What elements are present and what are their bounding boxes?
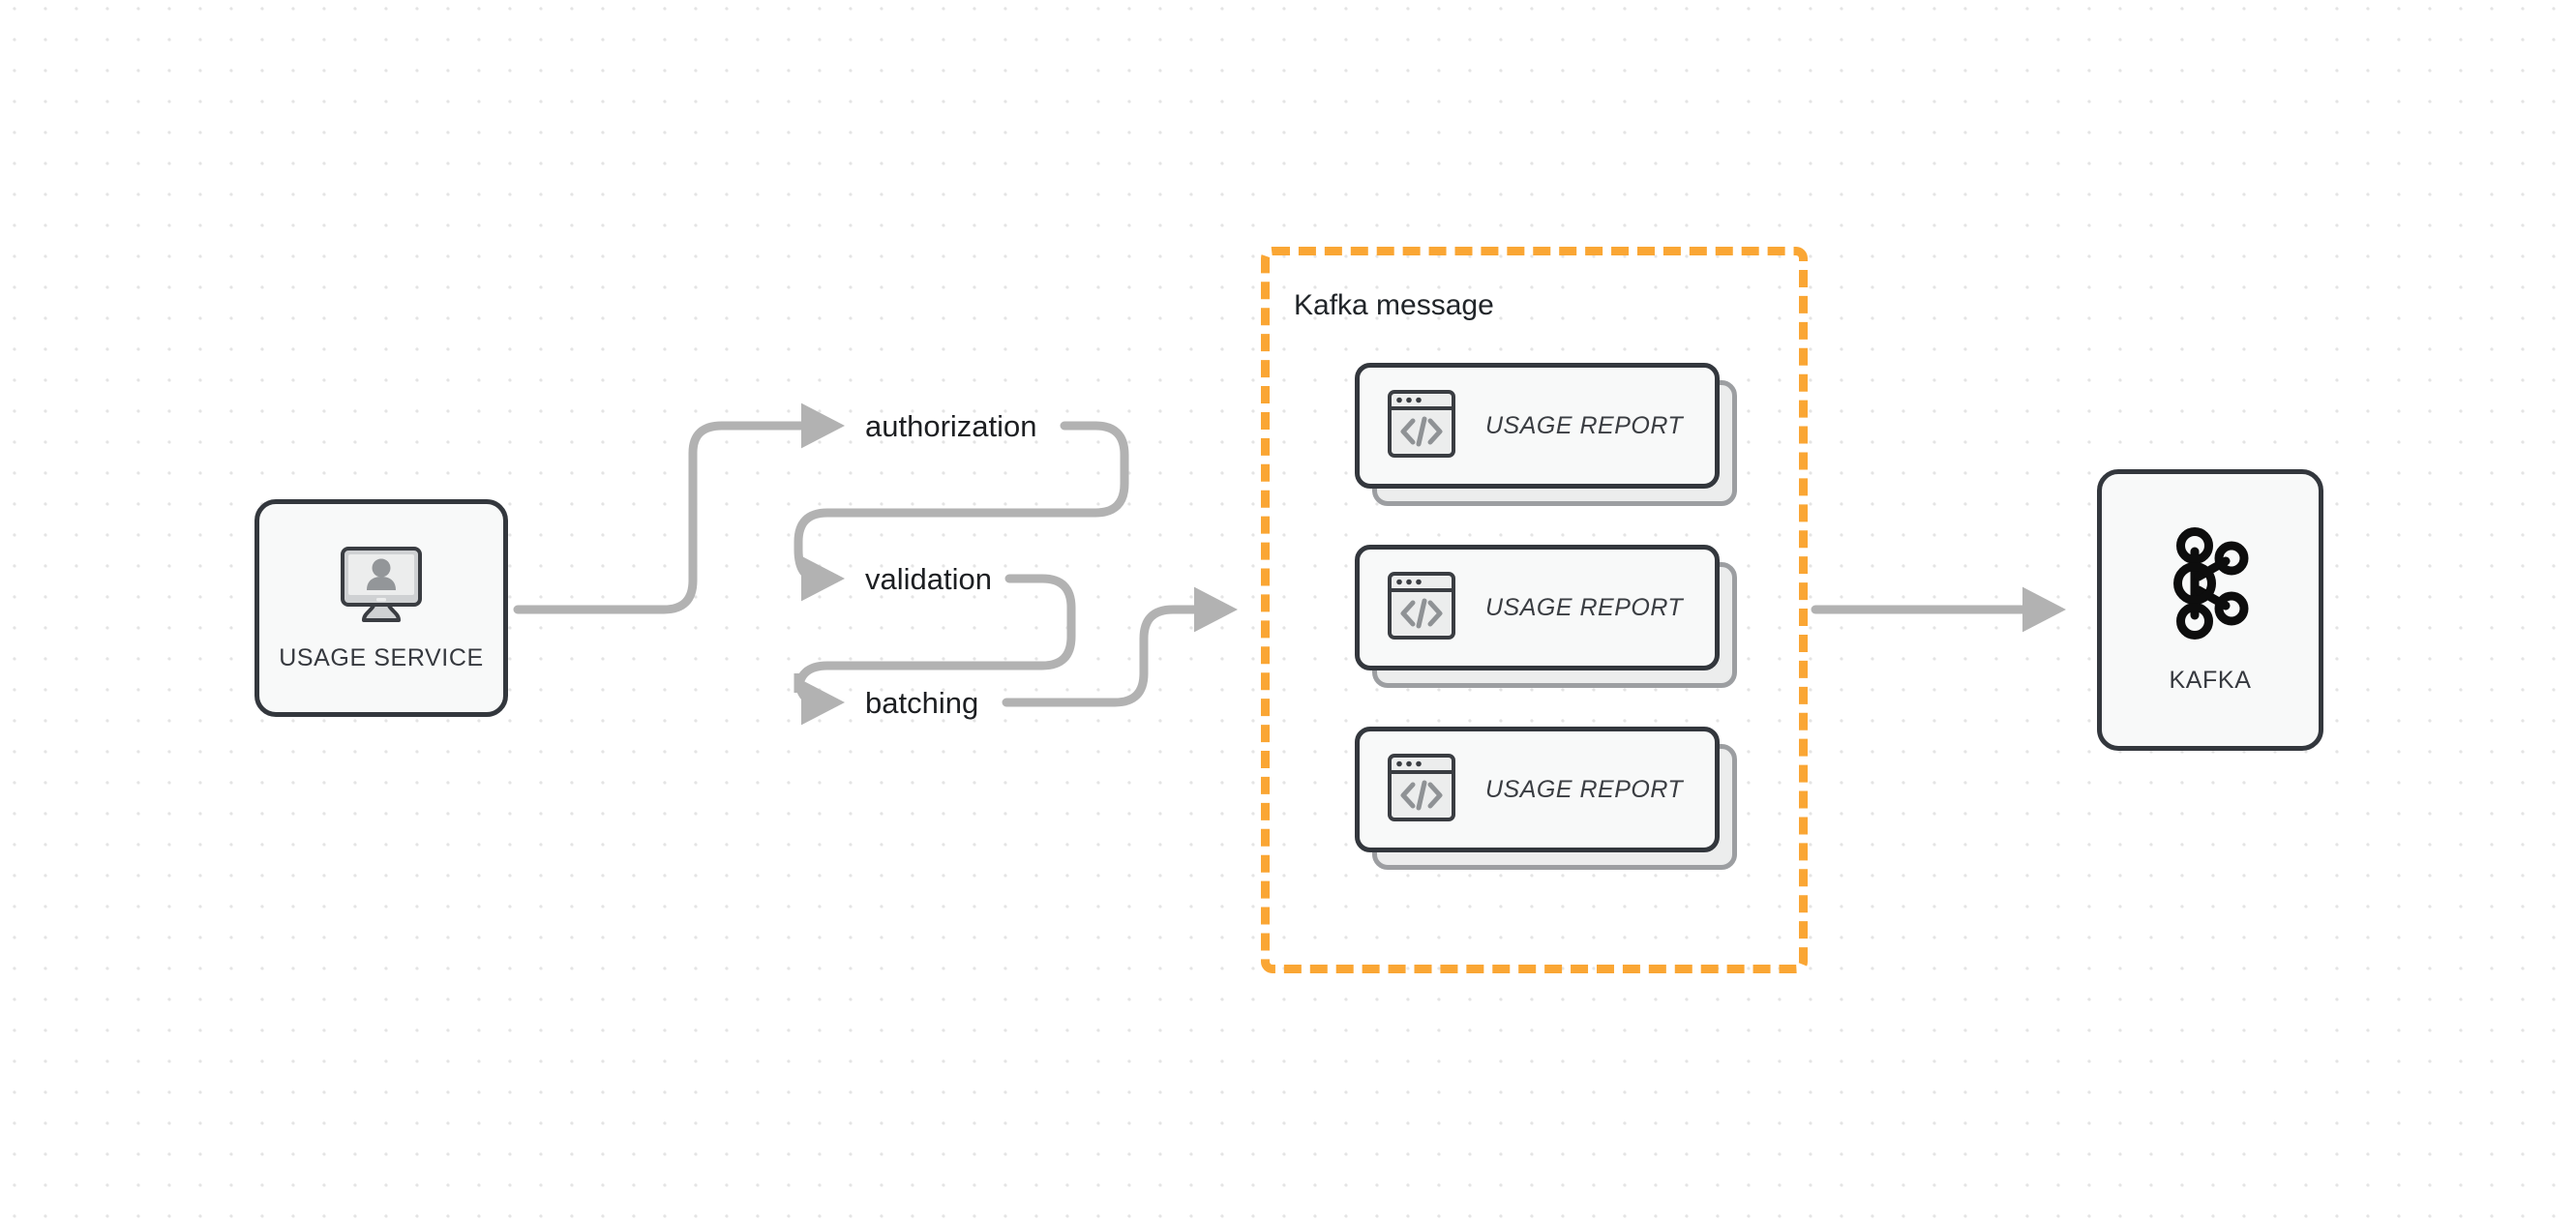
edge-validation-to-batching: [794, 574, 1076, 726]
usage-report-card[interactable]: USAGE REPORT: [1355, 727, 1737, 870]
node-kafka-label: KAFKA: [2169, 666, 2252, 694]
usage-report-card-label: USAGE REPORT: [1485, 593, 1684, 621]
group-kafka-message-title: Kafka message: [1294, 289, 1494, 321]
step-label-authorization: authorization: [865, 409, 1037, 443]
edge-usage-service-to-authorization: [513, 402, 845, 614]
edge-batching-to-kafka-message: [1002, 586, 1238, 707]
usage-report-card[interactable]: USAGE REPORT: [1355, 545, 1737, 688]
desktop-user-icon: [335, 545, 428, 631]
group-kafka-message: [1261, 247, 1808, 973]
usage-report-card[interactable]: USAGE REPORT: [1355, 363, 1737, 506]
node-usage-service-label: USAGE SERVICE: [279, 643, 484, 671]
code-window-icon: [1387, 753, 1456, 827]
usage-report-card-front[interactable]: USAGE REPORT: [1355, 363, 1720, 489]
code-window-icon: [1387, 571, 1456, 645]
usage-report-card-front[interactable]: USAGE REPORT: [1355, 545, 1720, 670]
edge-authorization-to-validation: [794, 421, 1129, 602]
node-kafka[interactable]: KAFKA: [2097, 469, 2323, 751]
usage-report-card-front[interactable]: USAGE REPORT: [1355, 727, 1720, 852]
usage-report-card-label: USAGE REPORT: [1485, 775, 1684, 803]
step-label-batching: batching: [865, 686, 979, 720]
code-window-icon: [1387, 389, 1456, 463]
node-usage-service[interactable]: USAGE SERVICE: [255, 499, 508, 717]
kafka-logo-icon: [2166, 526, 2255, 645]
step-label-validation: validation: [865, 562, 992, 596]
usage-report-card-label: USAGE REPORT: [1485, 411, 1684, 439]
